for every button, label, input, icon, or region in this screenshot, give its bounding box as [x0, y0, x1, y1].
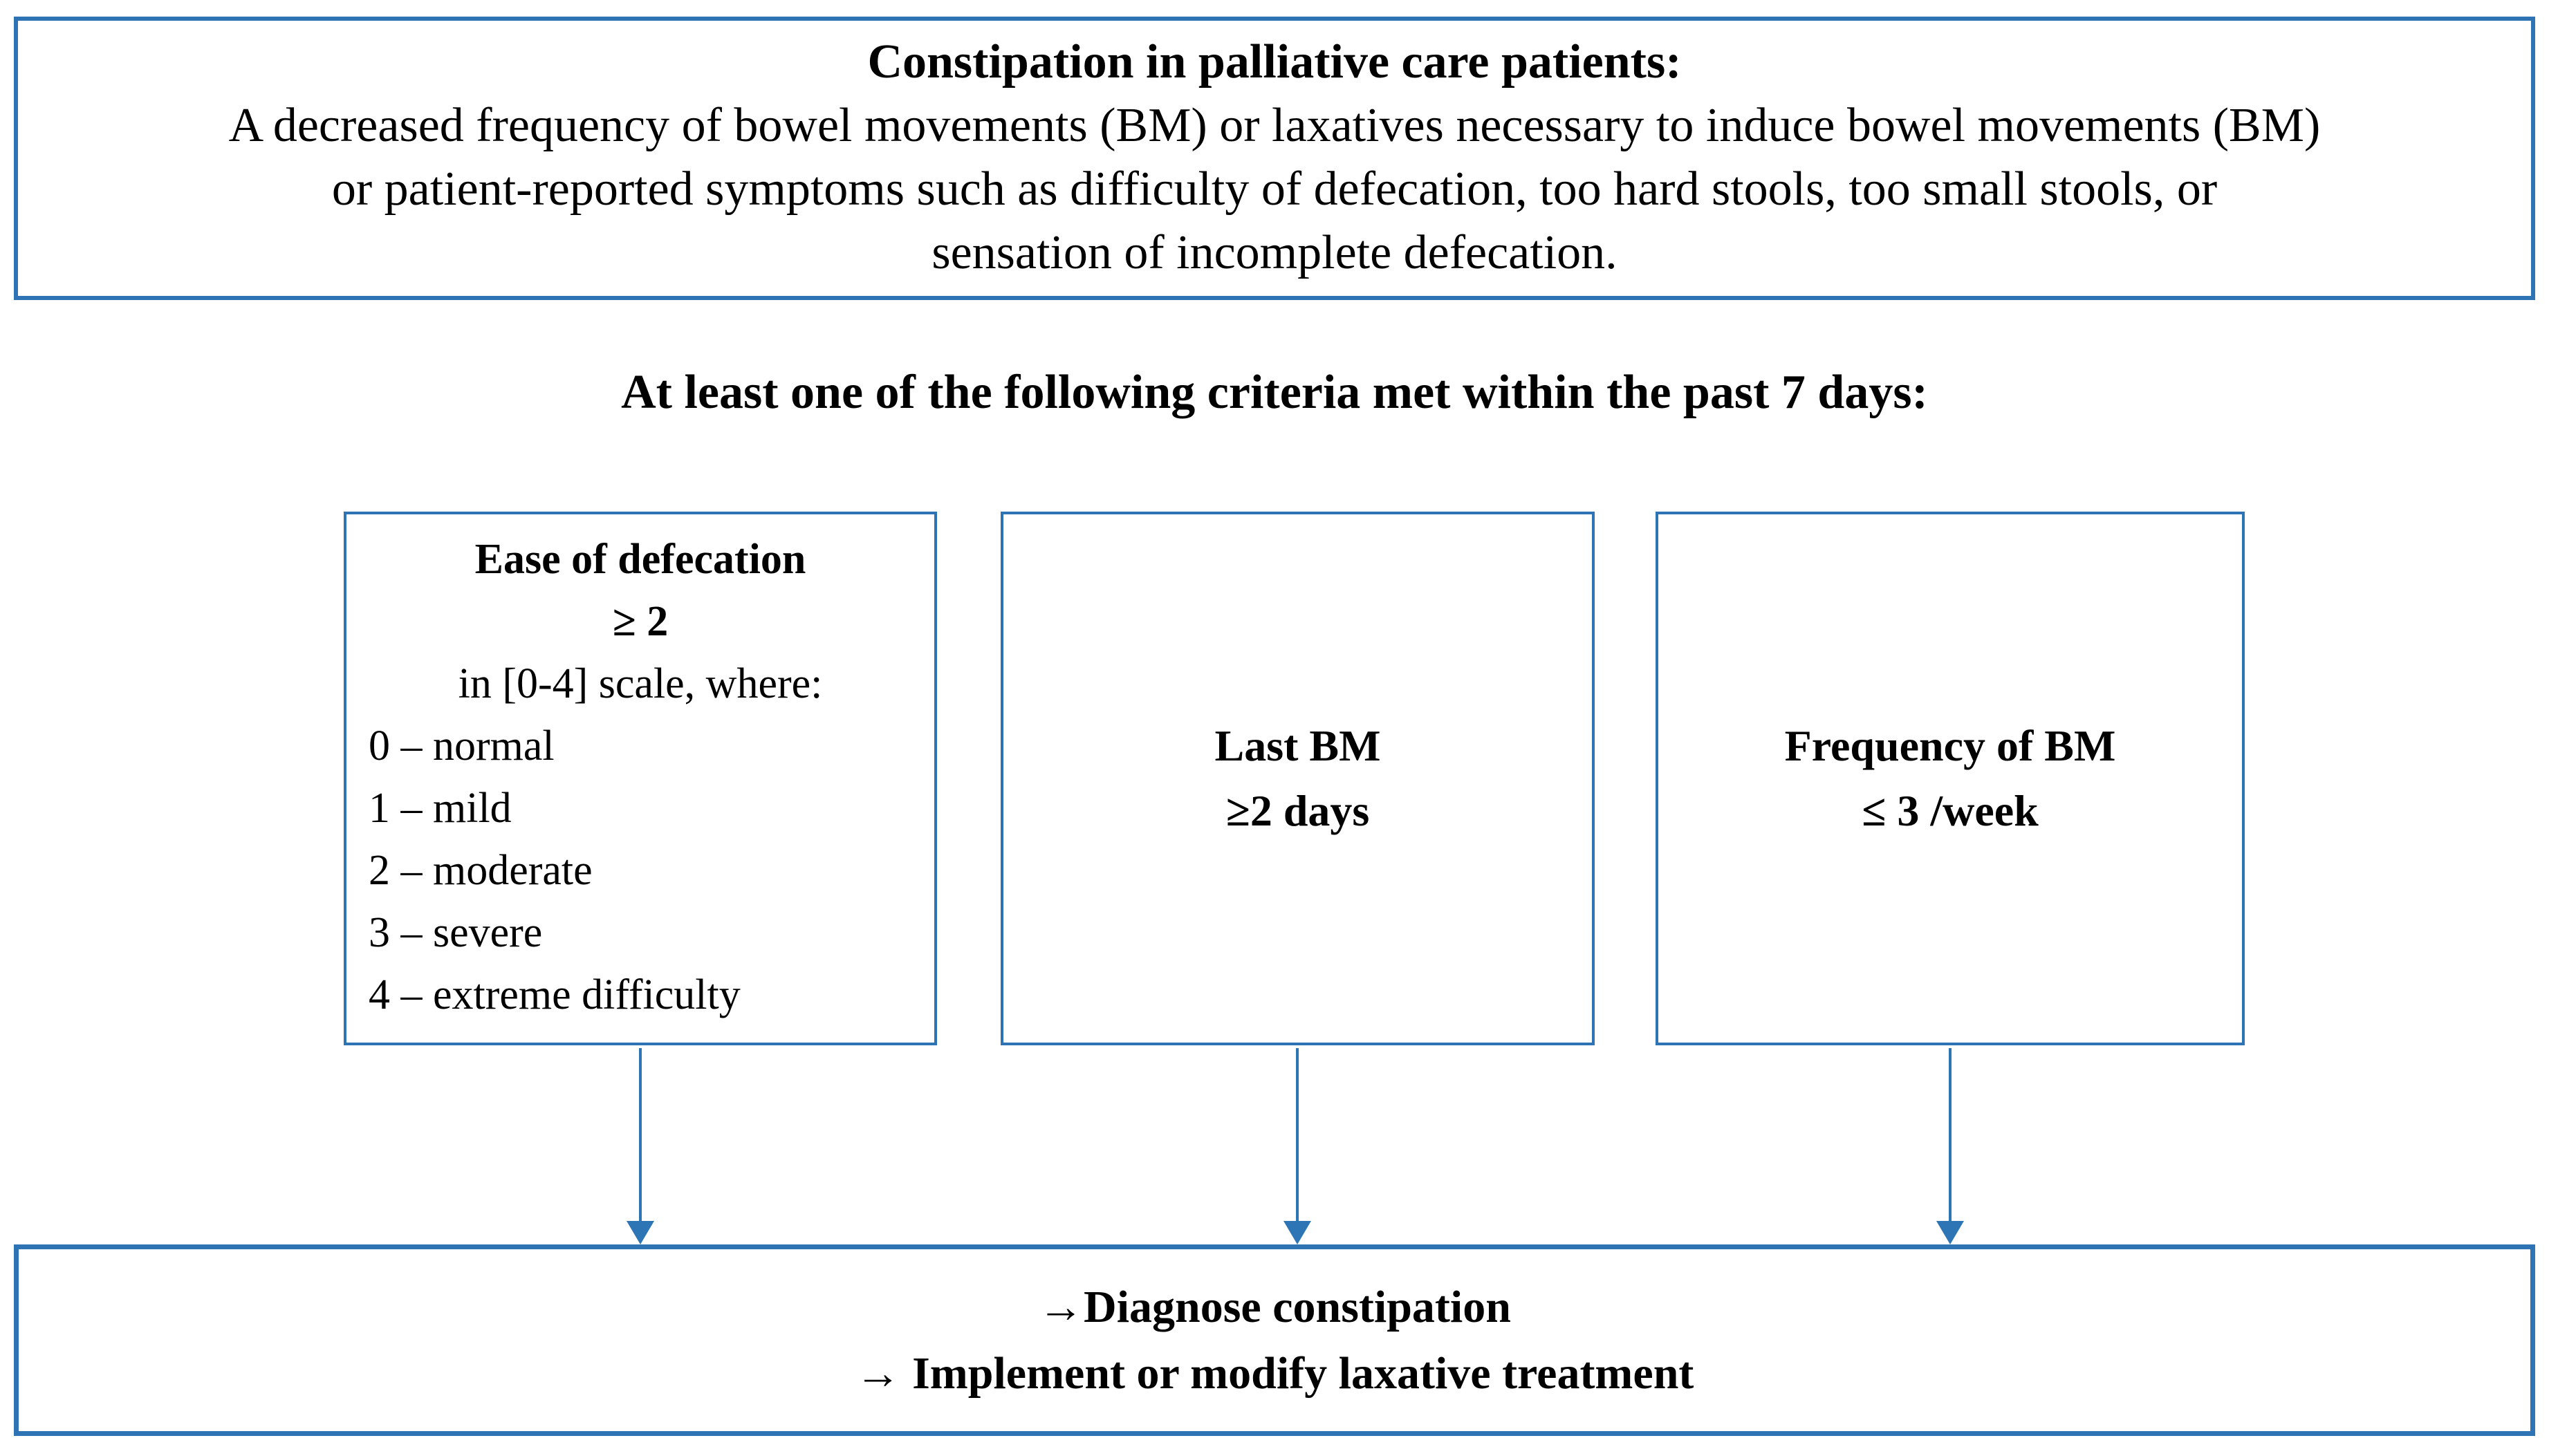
outcome-box: →Diagnose constipation → Implement or mo…: [14, 1244, 2535, 1436]
last-bm-title: Last BM: [1214, 721, 1381, 770]
scale-item-4: 4 – extreme difficulty: [369, 971, 741, 1018]
scale-item-2: 2 – moderate: [369, 847, 593, 894]
ease-threshold: ≥ 2: [612, 598, 669, 645]
criteria-heading: At least one of the following criteria m…: [621, 366, 1928, 419]
criteria-box-ease-of-defecation: Ease of defecation ≥ 2 in [0-4] scale, w…: [344, 512, 937, 1045]
scale-item-3: 3 – severe: [369, 909, 543, 956]
frequency-title: Frequency of BM: [1784, 721, 2116, 770]
scale-item-0: 0 – normal: [369, 722, 555, 769]
definition-line-3: sensation of incomplete defecation.: [931, 226, 1618, 279]
last-bm-threshold: ≥2 days: [1225, 786, 1370, 835]
arrow-stem: [1949, 1048, 1952, 1222]
arrowhead-down-icon: [1936, 1221, 1964, 1244]
frequency-threshold: ≤ 3 /week: [1862, 786, 2039, 835]
down-arrow-connector-2: [1283, 1048, 1311, 1244]
ease-scale-list: 0 – normal 1 – mild 2 – moderate 3 – sev…: [364, 715, 916, 1026]
ease-scale-subtitle: in [0-4] scale, where:: [458, 660, 823, 707]
definition-line-2: or patient-reported symptoms such as dif…: [331, 162, 2218, 216]
ease-title: Ease of defecation: [474, 536, 806, 583]
down-arrow-connector-3: [1936, 1048, 1964, 1244]
arrow-stem: [1296, 1048, 1299, 1222]
criteria-box-frequency-of-bm: Frequency of BM ≤ 3 /week: [1656, 512, 2245, 1045]
arrowhead-down-icon: [1283, 1221, 1311, 1244]
definition-title: Constipation in palliative care patients…: [867, 35, 1682, 88]
definition-box: Constipation in palliative care patients…: [14, 17, 2535, 300]
scale-item-1: 1 – mild: [369, 785, 512, 832]
criteria-box-last-bm: Last BM ≥2 days: [1001, 512, 1595, 1045]
arrowhead-down-icon: [627, 1221, 654, 1244]
definition-line-1: A decreased frequency of bowel movements…: [228, 99, 2321, 152]
down-arrow-connector-1: [627, 1048, 654, 1244]
arrow-stem: [639, 1048, 642, 1222]
outcome-line-treatment: → Implement or modify laxative treatment: [855, 1347, 1694, 1399]
outcome-line-diagnose: →Diagnose constipation: [1038, 1281, 1511, 1332]
